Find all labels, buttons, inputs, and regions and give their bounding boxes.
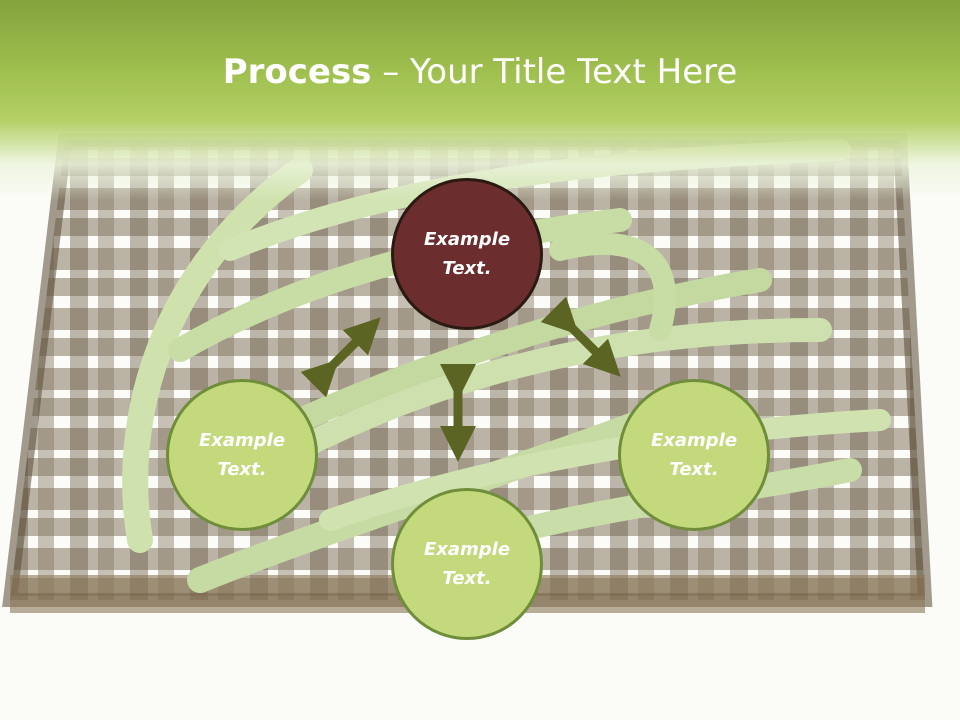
title-bold: Process: [222, 52, 372, 92]
node-left-label: Example Text.: [198, 430, 286, 480]
slide-title: Process – Your Title Text Here: [0, 52, 960, 92]
arrow-top-right: [540, 296, 621, 377]
title-rest: – Your Title Text Here: [371, 52, 738, 92]
node-left: Example Text.: [166, 379, 318, 531]
node-bottom: Example Text.: [391, 488, 543, 640]
node-right-label: Example Text.: [650, 430, 738, 480]
node-bottom-label: Example Text.: [423, 539, 511, 589]
node-right: Example Text.: [618, 379, 770, 531]
arrow-left-top: [300, 317, 381, 398]
header-band: [0, 0, 960, 200]
node-top-label: Example Text.: [423, 229, 511, 279]
node-top: Example Text.: [391, 178, 543, 330]
